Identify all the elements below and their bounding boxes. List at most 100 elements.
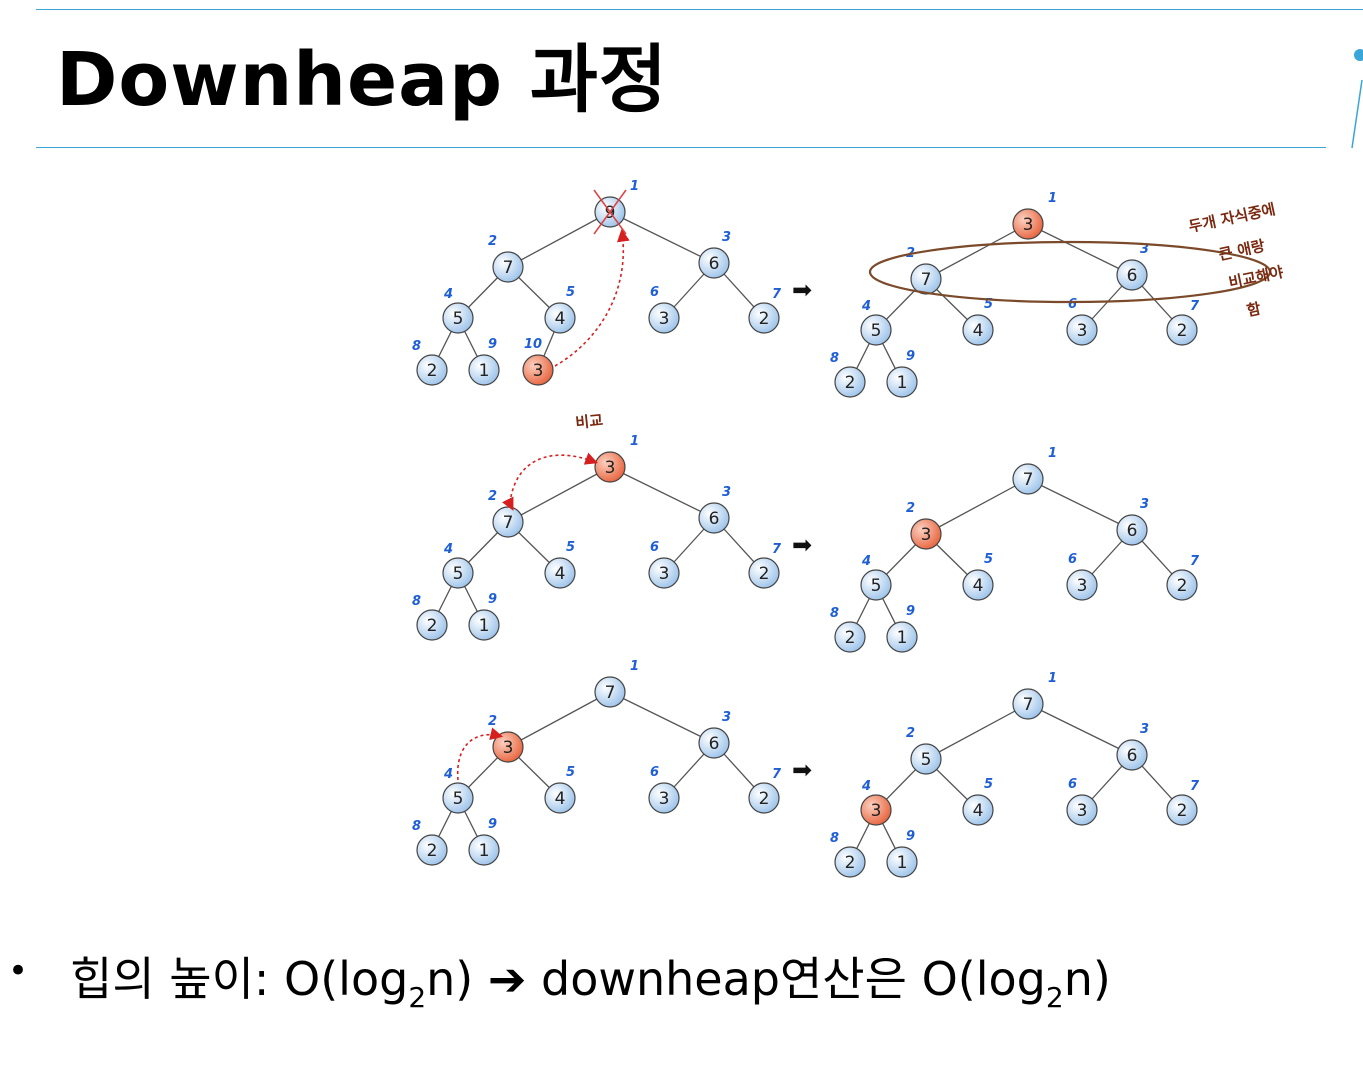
move-arrow [554,228,630,367]
node-value: 1 [479,361,490,381]
node-index: 6 [1068,552,1077,567]
node-value: 1 [897,628,908,648]
heap-node [962,314,994,346]
node-index: 5 [984,552,993,567]
highlight-ellipse [868,240,1272,304]
node-index: 6 [650,285,659,300]
bullet-suffix: n) [1063,952,1111,1006]
node-index: 8 [830,831,839,846]
node-index: 9 [488,592,497,607]
heap-node [834,846,866,878]
node-index: 9 [906,829,915,844]
node-index: 4 [861,779,871,794]
node-index: 3 [1140,722,1149,737]
heap-node [544,557,576,589]
node-value: 5 [871,321,882,341]
heap-node [522,354,554,386]
tree-edge [925,223,1029,280]
heap-node [468,354,500,386]
heap-node [698,502,730,534]
heap-node [1116,514,1148,546]
node-value: 2 [427,361,438,381]
heap-node [416,354,448,386]
tree-edge [1027,223,1133,276]
node-value: 2 [759,309,770,329]
node-value: 6 [709,509,720,529]
node-value: 4 [555,789,566,809]
node-value: 7 [503,513,514,533]
heap-node [1166,794,1198,826]
node-index: 6 [650,540,659,555]
title-rule [36,147,1326,148]
node-value: 6 [709,254,720,274]
node-value: 3 [659,789,670,809]
node-value: 4 [973,576,984,596]
node-value: 2 [427,841,438,861]
tree-edge [925,703,1029,760]
tree-edge [1027,703,1133,756]
node-index: 2 [906,726,915,741]
heap-node [698,247,730,279]
tree-edge [507,691,611,748]
heap-node [1012,688,1044,720]
node-value: 3 [1077,801,1088,821]
node-index: 8 [830,606,839,621]
heap-node [860,569,892,601]
heap-node [1066,569,1098,601]
node-index: 4 [861,299,871,314]
heap-node [698,727,730,759]
cross-mark [593,189,627,235]
node-value: 1 [897,853,908,873]
node-value: 6 [1127,746,1138,766]
heap-node [886,366,918,398]
node-index: 3 [1140,497,1149,512]
handwritten-note-line: 비교해야 [1227,263,1285,292]
heap-node [748,557,780,589]
node-index: 2 [906,501,915,516]
node-value: 3 [659,564,670,584]
node-value: 3 [659,309,670,329]
heap-node [910,518,942,550]
tree-edge [1027,478,1133,531]
node-value: 3 [871,801,882,821]
node-index: 9 [906,604,915,619]
heap-node [544,302,576,334]
node-index: 9 [488,337,497,352]
heap-node [468,834,500,866]
heap-node [962,794,994,826]
node-index: 5 [984,777,993,792]
node-index: 6 [650,765,659,780]
heap-node [416,834,448,866]
node-index: 7 [1190,779,1200,794]
node-index: 6 [1068,297,1077,312]
node-index: 10 [524,337,542,352]
node-index: 1 [630,659,639,674]
heap-node [886,846,918,878]
node-value: 5 [453,309,464,329]
node-value: 4 [973,801,984,821]
heap-node [1012,208,1044,240]
node-value: 7 [921,270,932,290]
node-value: 2 [845,628,856,648]
node-value: 2 [1177,801,1188,821]
heap-node [594,676,626,708]
heap-node [468,609,500,641]
node-index: 5 [984,297,993,312]
tree-edge [609,691,715,744]
node-value: 7 [1023,470,1034,490]
node-index: 3 [1140,242,1149,257]
bullet-text: 힙의 높이: O(log2n) ➔ downheap연산은 O(log2n) [70,943,1111,1014]
heap-node [834,366,866,398]
node-index: 7 [772,767,782,782]
heap-node [1066,314,1098,346]
node-value: 2 [845,853,856,873]
compare-arrow-head [501,496,514,511]
node-index: 4 [861,554,871,569]
node-value: 6 [1127,266,1138,286]
node-index: 3 [722,230,731,245]
node-value: 4 [555,564,566,584]
heap-node [886,621,918,653]
heap-node [1116,739,1148,771]
heap-node [648,782,680,814]
node-value: 3 [503,738,514,758]
